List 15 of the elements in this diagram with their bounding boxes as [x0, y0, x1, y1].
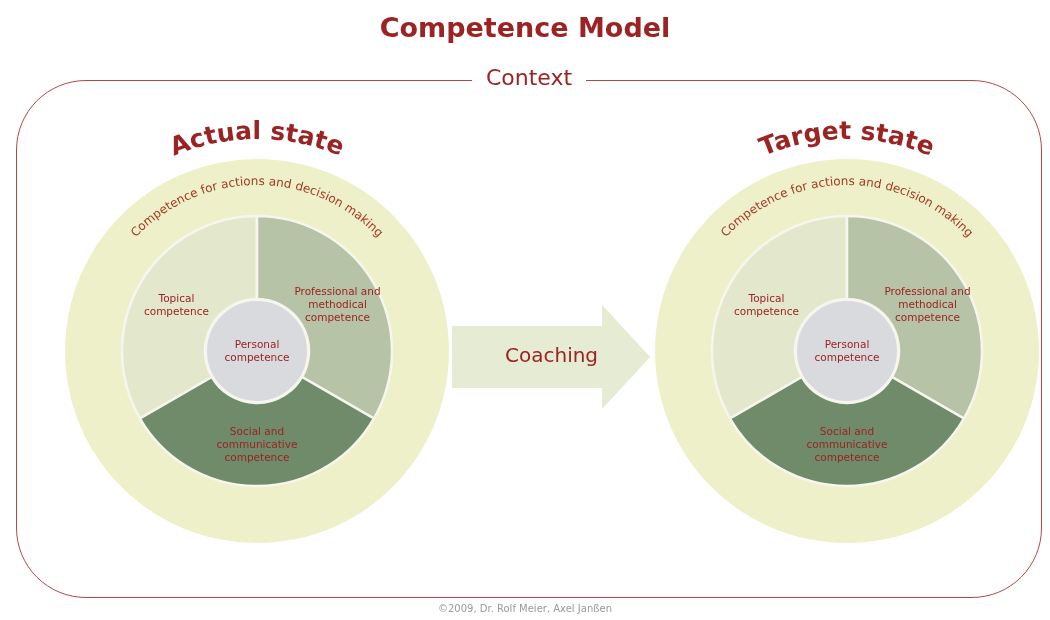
- wheel-heading: Target state: [755, 115, 939, 162]
- sector-label: Professional and methodical competence: [883, 284, 972, 325]
- caption: ©2009, Dr. Rolf Meier, Axel Janßen: [437, 603, 613, 614]
- wheel-sector: [730, 377, 964, 486]
- sector-label: Social and communicative competence: [805, 423, 889, 465]
- block-arrow: [452, 305, 650, 409]
- wheel-heading: Actual state: [165, 115, 349, 162]
- sector-label: Topical competence: [732, 290, 800, 319]
- core-label: Personal competence: [813, 338, 881, 364]
- title: Competence Model: [379, 12, 671, 43]
- sector-label: Topical competence: [142, 290, 210, 319]
- core-label: Personal competence: [223, 338, 291, 364]
- sector-label: Professional and methodical competence: [293, 284, 382, 325]
- wheel-sector: [140, 377, 374, 486]
- sector-label: Social and communicative competence: [215, 423, 299, 465]
